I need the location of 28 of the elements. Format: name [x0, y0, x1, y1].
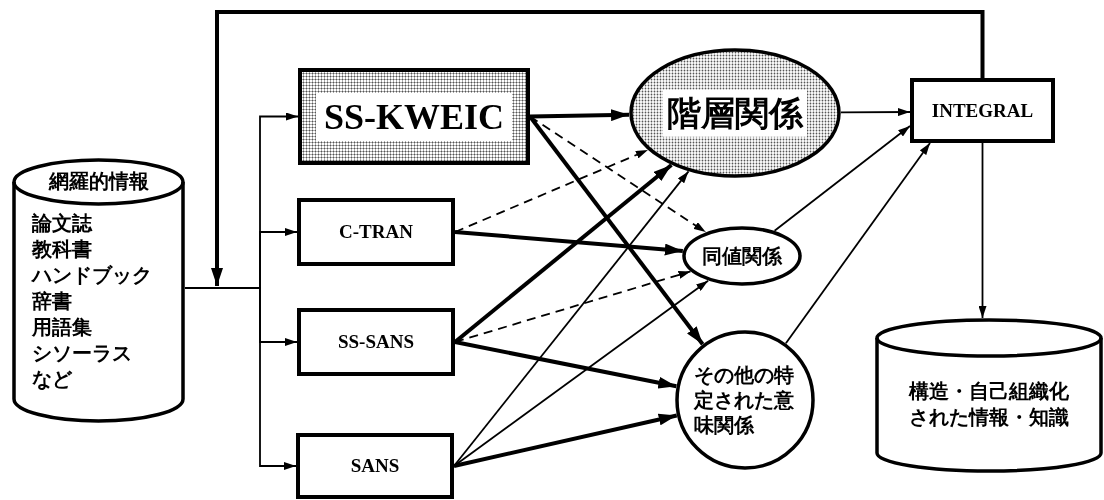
node-label: 構造・自己組織化された情報・知識: [907, 377, 1070, 430]
list-item: ハンドブック: [32, 262, 152, 289]
feedback-arrow: [211, 10, 985, 286]
node-label: その他の特定された意味関係: [694, 362, 795, 438]
shaded-box: [298, 68, 530, 165]
arrow: [978, 142, 987, 319]
list-item: 論文誌: [32, 210, 92, 237]
arrow: [454, 230, 683, 256]
process-box: SS-SANS: [297, 308, 455, 376]
list-item: シソーラス: [32, 340, 132, 367]
list-item: 教科書: [32, 236, 92, 263]
arrow: [453, 170, 690, 467]
node-label: 同値関係: [702, 243, 782, 269]
arrow: [453, 413, 678, 468]
process-box: C-TRAN: [297, 198, 455, 266]
box-label: SS-KWEIC: [315, 92, 513, 141]
cylinder-heading: 網羅的情報: [47, 168, 150, 195]
arrow: [773, 125, 911, 232]
list-item: 用語集: [32, 314, 92, 341]
arrow: [529, 109, 630, 122]
list-item: 辞書: [32, 288, 72, 315]
process-box: INTEGRAL: [910, 78, 1055, 143]
arrow: [454, 340, 677, 389]
arrow: [840, 108, 911, 117]
arrow: [785, 142, 931, 345]
node-label: 階層関係: [663, 89, 807, 137]
list-item: など: [32, 366, 72, 393]
process-box: SANS: [296, 433, 454, 499]
